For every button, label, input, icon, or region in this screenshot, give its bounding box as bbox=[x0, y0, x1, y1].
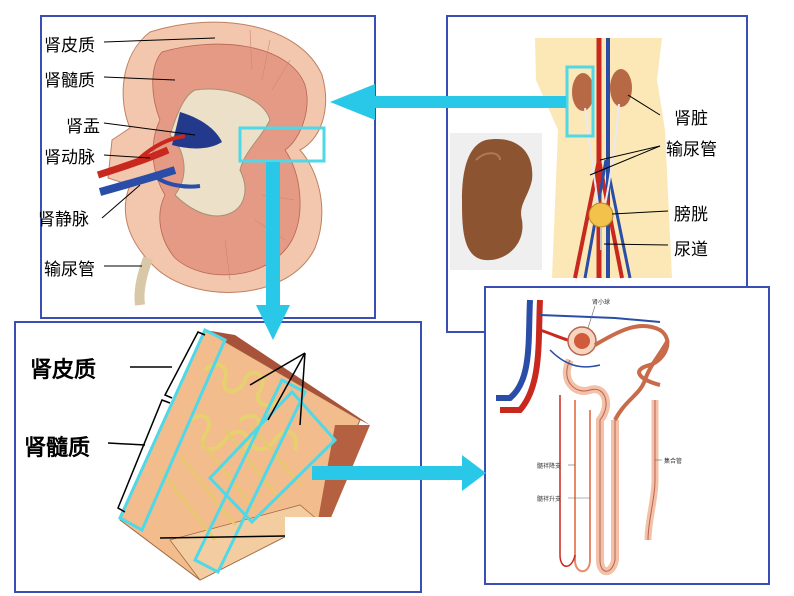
arrow-down-to-tissue-block bbox=[256, 162, 290, 340]
label-descending-limb: 髓袢降支 bbox=[537, 463, 562, 470]
nephron-leader-lines bbox=[568, 305, 662, 499]
arrow-right-to-nephron bbox=[312, 455, 486, 491]
label-collecting-duct: 集合管 bbox=[664, 458, 683, 465]
kidney-cross-section-illustration bbox=[96, 21, 326, 306]
label-bladder: 膀胱 bbox=[674, 205, 708, 225]
label-kidney: 肾脏 bbox=[674, 109, 708, 129]
label-tissue-medulla: 肾髓质 bbox=[24, 436, 91, 461]
tissue-leader-lines bbox=[107, 366, 172, 446]
urinary-system-illustration bbox=[535, 38, 672, 279]
label-renal-vein: 肾静脉 bbox=[38, 210, 89, 230]
nephron-illustration bbox=[496, 299, 670, 576]
label-ascending-limb: 髓袢升支 bbox=[537, 496, 562, 503]
label-renal-artery: 肾动脉 bbox=[44, 148, 95, 168]
label-renal-pelvis: 肾盂 bbox=[66, 117, 100, 137]
kidney-leader-lines bbox=[101, 37, 216, 267]
label-tissue-cortex: 肾皮质 bbox=[30, 358, 97, 383]
kidney-photo bbox=[450, 133, 542, 270]
label-renal-medulla: 肾髓质 bbox=[44, 71, 95, 91]
arrow-left-to-kidney-section bbox=[330, 84, 566, 120]
label-ureter-section: 输尿管 bbox=[44, 260, 95, 280]
label-ureter: 输尿管 bbox=[666, 140, 717, 160]
urinary-leader-lines bbox=[589, 94, 669, 246]
label-renal-cortex: 肾皮质 bbox=[44, 36, 95, 56]
label-urethra: 尿道 bbox=[674, 240, 708, 260]
flow-arrows bbox=[256, 84, 566, 491]
label-glomerulus: 肾小球 bbox=[592, 299, 611, 306]
